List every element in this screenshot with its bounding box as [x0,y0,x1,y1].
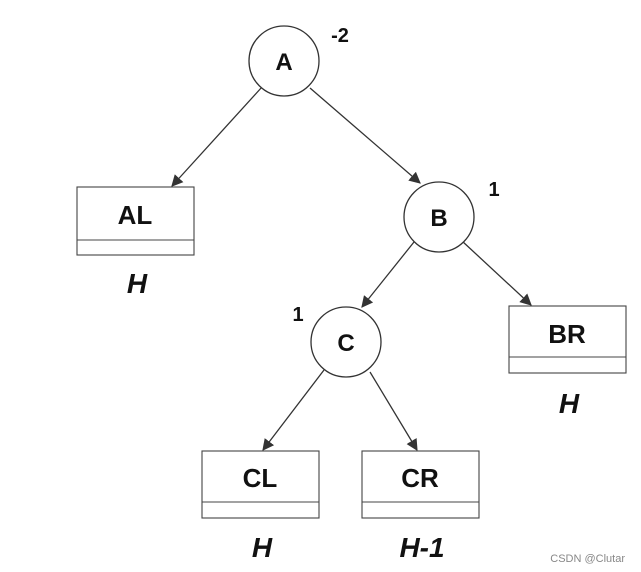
subtree-br-box [508,305,627,374]
subtree-cr-height: H-1 [399,532,444,563]
subtree-cl-height: H [252,532,273,563]
edge-b-c [361,241,415,308]
edge-c-cr [369,371,418,452]
subtree-cr: CR H-1 [361,450,480,563]
subtree-al-label: AL [118,200,153,230]
subtree-al: AL H [76,186,195,299]
node-a-label: A [275,49,292,76]
node-a-balance: -2 [331,25,349,47]
edge-b-br [461,240,532,306]
subtree-cr-label: CR [401,463,439,493]
node-b: B 1 [403,179,500,253]
subtree-cr-box [361,450,480,519]
node-c-circle [310,306,382,378]
watermark: CSDN @Clutar [550,553,625,565]
subtree-al-box [76,186,195,256]
node-c-balance: 1 [292,304,303,326]
node-b-balance: 1 [488,179,499,201]
subtree-br: BR H [508,305,627,419]
subtree-cl-box [201,450,320,519]
subtree-cl-label: CL [243,463,278,493]
subtree-br-height: H [559,388,580,419]
subtree-br-label: BR [548,319,586,349]
node-c-label: C [337,330,354,357]
node-a-circle [248,25,320,97]
subtree-cl: CL H [201,450,320,563]
subtree-al-height: H [127,268,148,299]
edge-c-cl [262,369,325,451]
node-b-circle [403,181,475,253]
node-a: A -2 [248,25,349,97]
node-c: C 1 [292,304,382,378]
node-b-label: B [430,205,447,232]
edge-a-b [309,87,421,184]
edge-a-al [171,86,263,187]
